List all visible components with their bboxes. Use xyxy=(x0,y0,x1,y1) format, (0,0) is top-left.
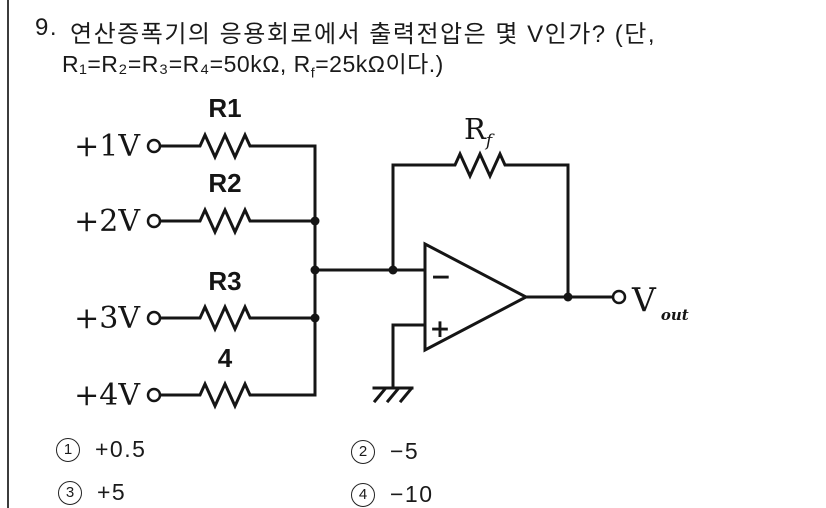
resistor-1 xyxy=(159,131,317,161)
voltage-label-2: +2V xyxy=(74,204,141,239)
column-divider-line xyxy=(7,0,9,508)
junction-dot xyxy=(310,265,320,275)
voltage-label-1: +1V xyxy=(74,129,141,164)
choice-2-label: −5 xyxy=(390,438,420,464)
input-row-2: +2V R2 xyxy=(74,168,317,239)
resistor-2 xyxy=(159,206,317,236)
question-conditions: R₁=R₂=R₃=R₄=50kΩ, Rf=25kΩ이다.) xyxy=(62,45,444,82)
choice-4: 4 −10 xyxy=(351,481,434,508)
voltage-label-3: +3V xyxy=(74,301,141,336)
resistor-4 xyxy=(159,380,317,410)
vout-base: V xyxy=(631,280,657,319)
choice-1: 1 +0.5 xyxy=(56,436,146,463)
junction-dot xyxy=(388,265,398,275)
ground-symbol xyxy=(372,386,414,404)
rf-sub: f xyxy=(484,131,495,151)
feedback-resistor xyxy=(391,150,570,299)
choice-3: 3 +5 xyxy=(58,479,126,506)
opamp-noninverting-sign: + xyxy=(430,314,451,343)
choice-1-label: +0.5 xyxy=(95,436,147,462)
conditions-prefix: R₁=R₂=R₃=R₄=50kΩ, R xyxy=(62,51,311,77)
input-row-3: +3V R3 xyxy=(74,266,317,336)
output-terminal xyxy=(611,289,627,305)
input-terminal-1 xyxy=(146,138,162,154)
question-line-1: 9. 연산증폭기의 응용회로에서 출력전압은 몇 V인가? (단, xyxy=(35,14,656,49)
resistor-label-2: R2 xyxy=(208,168,241,198)
junction-dot xyxy=(310,313,320,323)
junction-dot xyxy=(310,216,320,226)
question-text: 연산증폭기의 응용회로에서 출력전압은 몇 V인가? (단, xyxy=(70,21,657,48)
junction-dot xyxy=(563,292,573,302)
input-terminal-4 xyxy=(146,387,162,403)
input-row-4: +4V 4 xyxy=(74,343,317,413)
choice-4-label: −10 xyxy=(390,481,434,507)
choice-3-number: 3 xyxy=(58,480,82,505)
vout-sub: out xyxy=(661,306,689,324)
question-number: 9. xyxy=(35,14,59,41)
choice-4-number: 4 xyxy=(351,482,375,507)
opamp-triangle xyxy=(423,241,530,353)
choice-3-label: +5 xyxy=(97,479,127,505)
input-terminal-2 xyxy=(146,213,162,229)
input-row-1: +1V R1 xyxy=(74,93,317,164)
rf-base: R xyxy=(464,112,487,146)
choice-2: 2 −5 xyxy=(351,438,419,465)
feedback-resistor-label: Rf xyxy=(464,112,495,151)
conditions-suffix: =25kΩ이다.) xyxy=(315,51,444,77)
rf-subscript: f xyxy=(310,65,316,82)
choice-1-number: 1 xyxy=(56,437,80,462)
input-terminal-3 xyxy=(146,310,162,326)
choice-2-number: 2 xyxy=(351,439,375,464)
resistor-3 xyxy=(159,303,317,333)
resistor-label-4: 4 xyxy=(218,343,233,373)
resistor-label-3: R3 xyxy=(208,266,241,296)
resistor-label-1: R1 xyxy=(208,93,241,123)
opamp-inverting-sign: − xyxy=(431,262,452,291)
voltage-label-4: +4V xyxy=(74,378,141,413)
noninverting-input-wire xyxy=(391,323,426,389)
